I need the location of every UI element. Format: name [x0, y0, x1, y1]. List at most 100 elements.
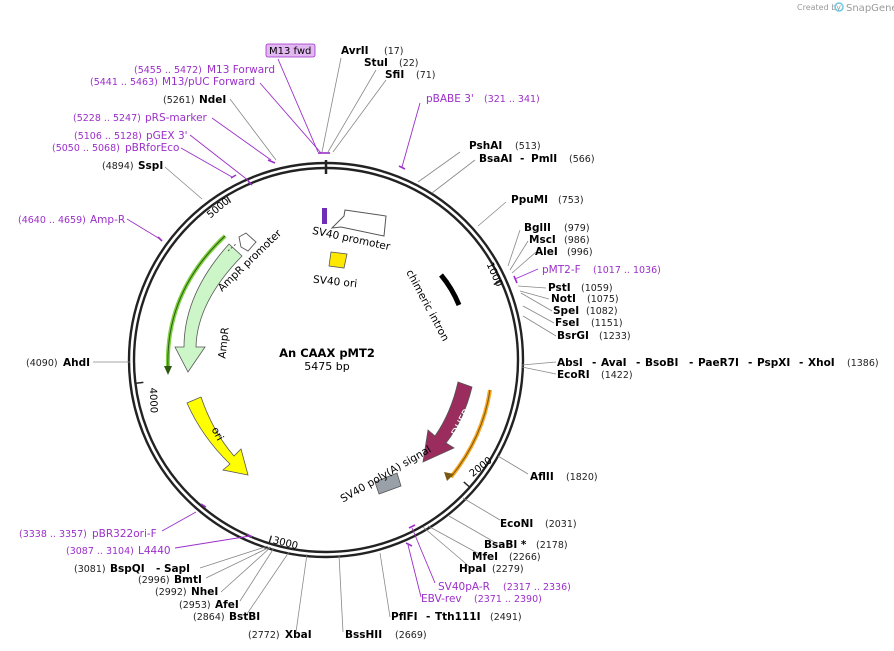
ruler-tick — [135, 381, 144, 385]
site-spei-pos: (1082) — [586, 306, 618, 317]
site-ppumi[interactable]: PpuMI — [511, 194, 548, 206]
chimeric-intron-block[interactable] — [439, 273, 462, 306]
primer-pbrforeco[interactable]: pBRforEco — [125, 142, 179, 154]
site-econi[interactable]: EcoNI — [500, 518, 533, 530]
primer-m13puc-pos: (5441 .. 5463) — [90, 77, 158, 88]
ampr-arrow[interactable] — [174, 243, 243, 373]
site-sspi[interactable]: SspI — [138, 160, 163, 172]
site-bspqi[interactable]: BspQI — [110, 563, 145, 575]
primer-m13puc[interactable]: M13/pUC Forward — [162, 76, 255, 88]
site-hpai[interactable]: HpaI — [459, 563, 486, 575]
site-sapi[interactable]: SapI — [164, 563, 190, 575]
site-avai[interactable]: AvaI — [601, 357, 627, 369]
site-afei[interactable]: AfeI — [215, 599, 239, 611]
site-avrii[interactable]: AvrII — [341, 45, 369, 57]
site-bsaai[interactable]: BsaAI — [479, 153, 512, 165]
site-aflii[interactable]: AflII — [530, 471, 554, 483]
site-noti[interactable]: NotI — [551, 293, 576, 305]
site-nhei-pos: (2992) — [155, 587, 187, 598]
site-noti-pos: (1075) — [587, 294, 619, 305]
site-mfei-pos: (2266) — [509, 552, 541, 563]
site-ahdi[interactable]: AhdI — [63, 357, 90, 369]
primer-pgex[interactable]: pGEX 3' — [146, 130, 188, 142]
sv40-polya-label: SV40 poly(A) signal — [339, 444, 434, 506]
site-tth111i[interactable]: Tth111I — [435, 611, 480, 623]
site-bsobi[interactable]: BsoBI — [645, 357, 678, 369]
site-pshai-pos: (513) — [515, 141, 541, 152]
site-xhoi[interactable]: XhoI — [808, 357, 835, 369]
sv40-ori-block[interactable] — [328, 251, 348, 269]
ampr-orf-head — [164, 366, 172, 375]
site-xbai[interactable]: XbaI — [285, 629, 312, 641]
site-bmti[interactable]: BmtI — [174, 574, 202, 586]
ruler-tick — [493, 280, 502, 286]
dhfr-arrow[interactable] — [422, 381, 473, 463]
ampr-promoter-arrow[interactable] — [238, 232, 257, 252]
primer-sv40pa[interactable]: SV40pA-R — [438, 581, 490, 593]
site-pflfi[interactable]: PflFI — [391, 611, 418, 623]
site-afei-pos: (2953) — [179, 600, 211, 611]
site-bspqi-pos: (3081) — [74, 564, 106, 575]
site-bsrgi-pos: (1233) — [599, 331, 631, 342]
primer-ebv-pos: (2371 .. 2390) — [474, 594, 542, 605]
site-spei[interactable]: SpeI — [553, 305, 579, 317]
site-leader-lines — [93, 57, 557, 633]
site-bsaai-sep: - — [520, 153, 524, 165]
primer-pmt2-pos: (1017 .. 1036) — [593, 265, 661, 276]
site-bsshii[interactable]: BssHII — [345, 629, 382, 641]
site-bglii[interactable]: BglII — [524, 222, 551, 234]
primer-mark-pbr322 — [200, 503, 207, 508]
primer-m13-forward[interactable]: M13 Forward — [207, 64, 275, 76]
site-sfii[interactable]: SfiI — [385, 69, 404, 81]
sv40-ori-label: SV40 ori — [312, 274, 357, 291]
sv40-promoter-arrow[interactable] — [330, 209, 387, 237]
m13-fwd-tag[interactable] — [265, 43, 316, 58]
site-nhei[interactable]: NheI — [191, 586, 218, 598]
site-alei[interactable]: AleI — [535, 246, 558, 258]
primer-pbabe[interactable]: pBABE 3' — [426, 93, 474, 105]
site-fsei[interactable]: FseI — [555, 317, 579, 329]
site-psti[interactable]: PstI — [548, 282, 571, 294]
primer-mark-pbr — [247, 180, 253, 186]
primer-ebv[interactable]: EBV-rev — [421, 593, 462, 605]
primer-l4440[interactable]: L4440 — [138, 545, 171, 557]
site-pspxi[interactable]: PspXI — [757, 357, 790, 369]
site-mfei[interactable]: MfeI — [472, 551, 498, 563]
ampr-label: AmpR — [216, 327, 231, 359]
primer-prs[interactable]: pRS-marker — [145, 112, 208, 124]
snapgene-brand-label: SnapGene — [846, 3, 894, 14]
site-bsabi[interactable]: BsaBI * — [484, 539, 527, 551]
site-pmli[interactable]: PmlI — [531, 153, 557, 165]
site-bsrgi[interactable]: BsrGI — [557, 330, 589, 342]
ruler-ticks — [135, 195, 502, 544]
ampr-orf-line[interactable] — [167, 235, 226, 370]
site-ndei[interactable]: NdeI — [199, 94, 226, 106]
site-paer7i[interactable]: PaeR7I — [698, 357, 739, 369]
m13-fwd-tag-label: M13 fwd — [269, 46, 311, 57]
site-multi-sep-2: - — [636, 357, 640, 369]
primer-pgex-pos: (5106 .. 5128) — [74, 131, 142, 142]
sv40-polya-block[interactable] — [374, 472, 402, 495]
site-ecori[interactable]: EcoRI — [557, 369, 590, 381]
site-pshai[interactable]: PshAI — [469, 140, 502, 152]
site-bstbi[interactable]: BstBI — [229, 611, 260, 623]
site-msci-pos: (986) — [564, 235, 590, 246]
site-bsabi-pos: (2178) — [536, 540, 568, 551]
primer-pbr322[interactable]: pBR322ori-F — [92, 528, 157, 540]
site-absi[interactable]: AbsI — [557, 357, 583, 369]
site-bspqi-sep: - — [156, 563, 160, 575]
orf-arrow-line[interactable] — [450, 389, 491, 478]
ori-arrow[interactable] — [186, 396, 249, 476]
orf-arrow-head — [444, 472, 454, 481]
site-aflii-pos: (1820) — [566, 472, 598, 483]
primer-labels: M13 fwd (5455 .. 5472) M13 Forward (5441… — [18, 43, 661, 605]
site-stui[interactable]: StuI — [364, 57, 388, 69]
primer-pbr322-pos: (3338 .. 3357) — [19, 529, 87, 540]
primer-pmt2[interactable]: pMT2-F — [542, 264, 581, 276]
primer-pbrforeco-pos: (5050 .. 5068) — [52, 143, 120, 154]
primer-ampr[interactable]: Amp-R — [90, 214, 125, 226]
primer-ampr-pos: (4640 .. 4659) — [18, 215, 86, 226]
site-multi-sep-3: - — [689, 357, 693, 369]
site-msci[interactable]: MscI — [529, 234, 556, 246]
